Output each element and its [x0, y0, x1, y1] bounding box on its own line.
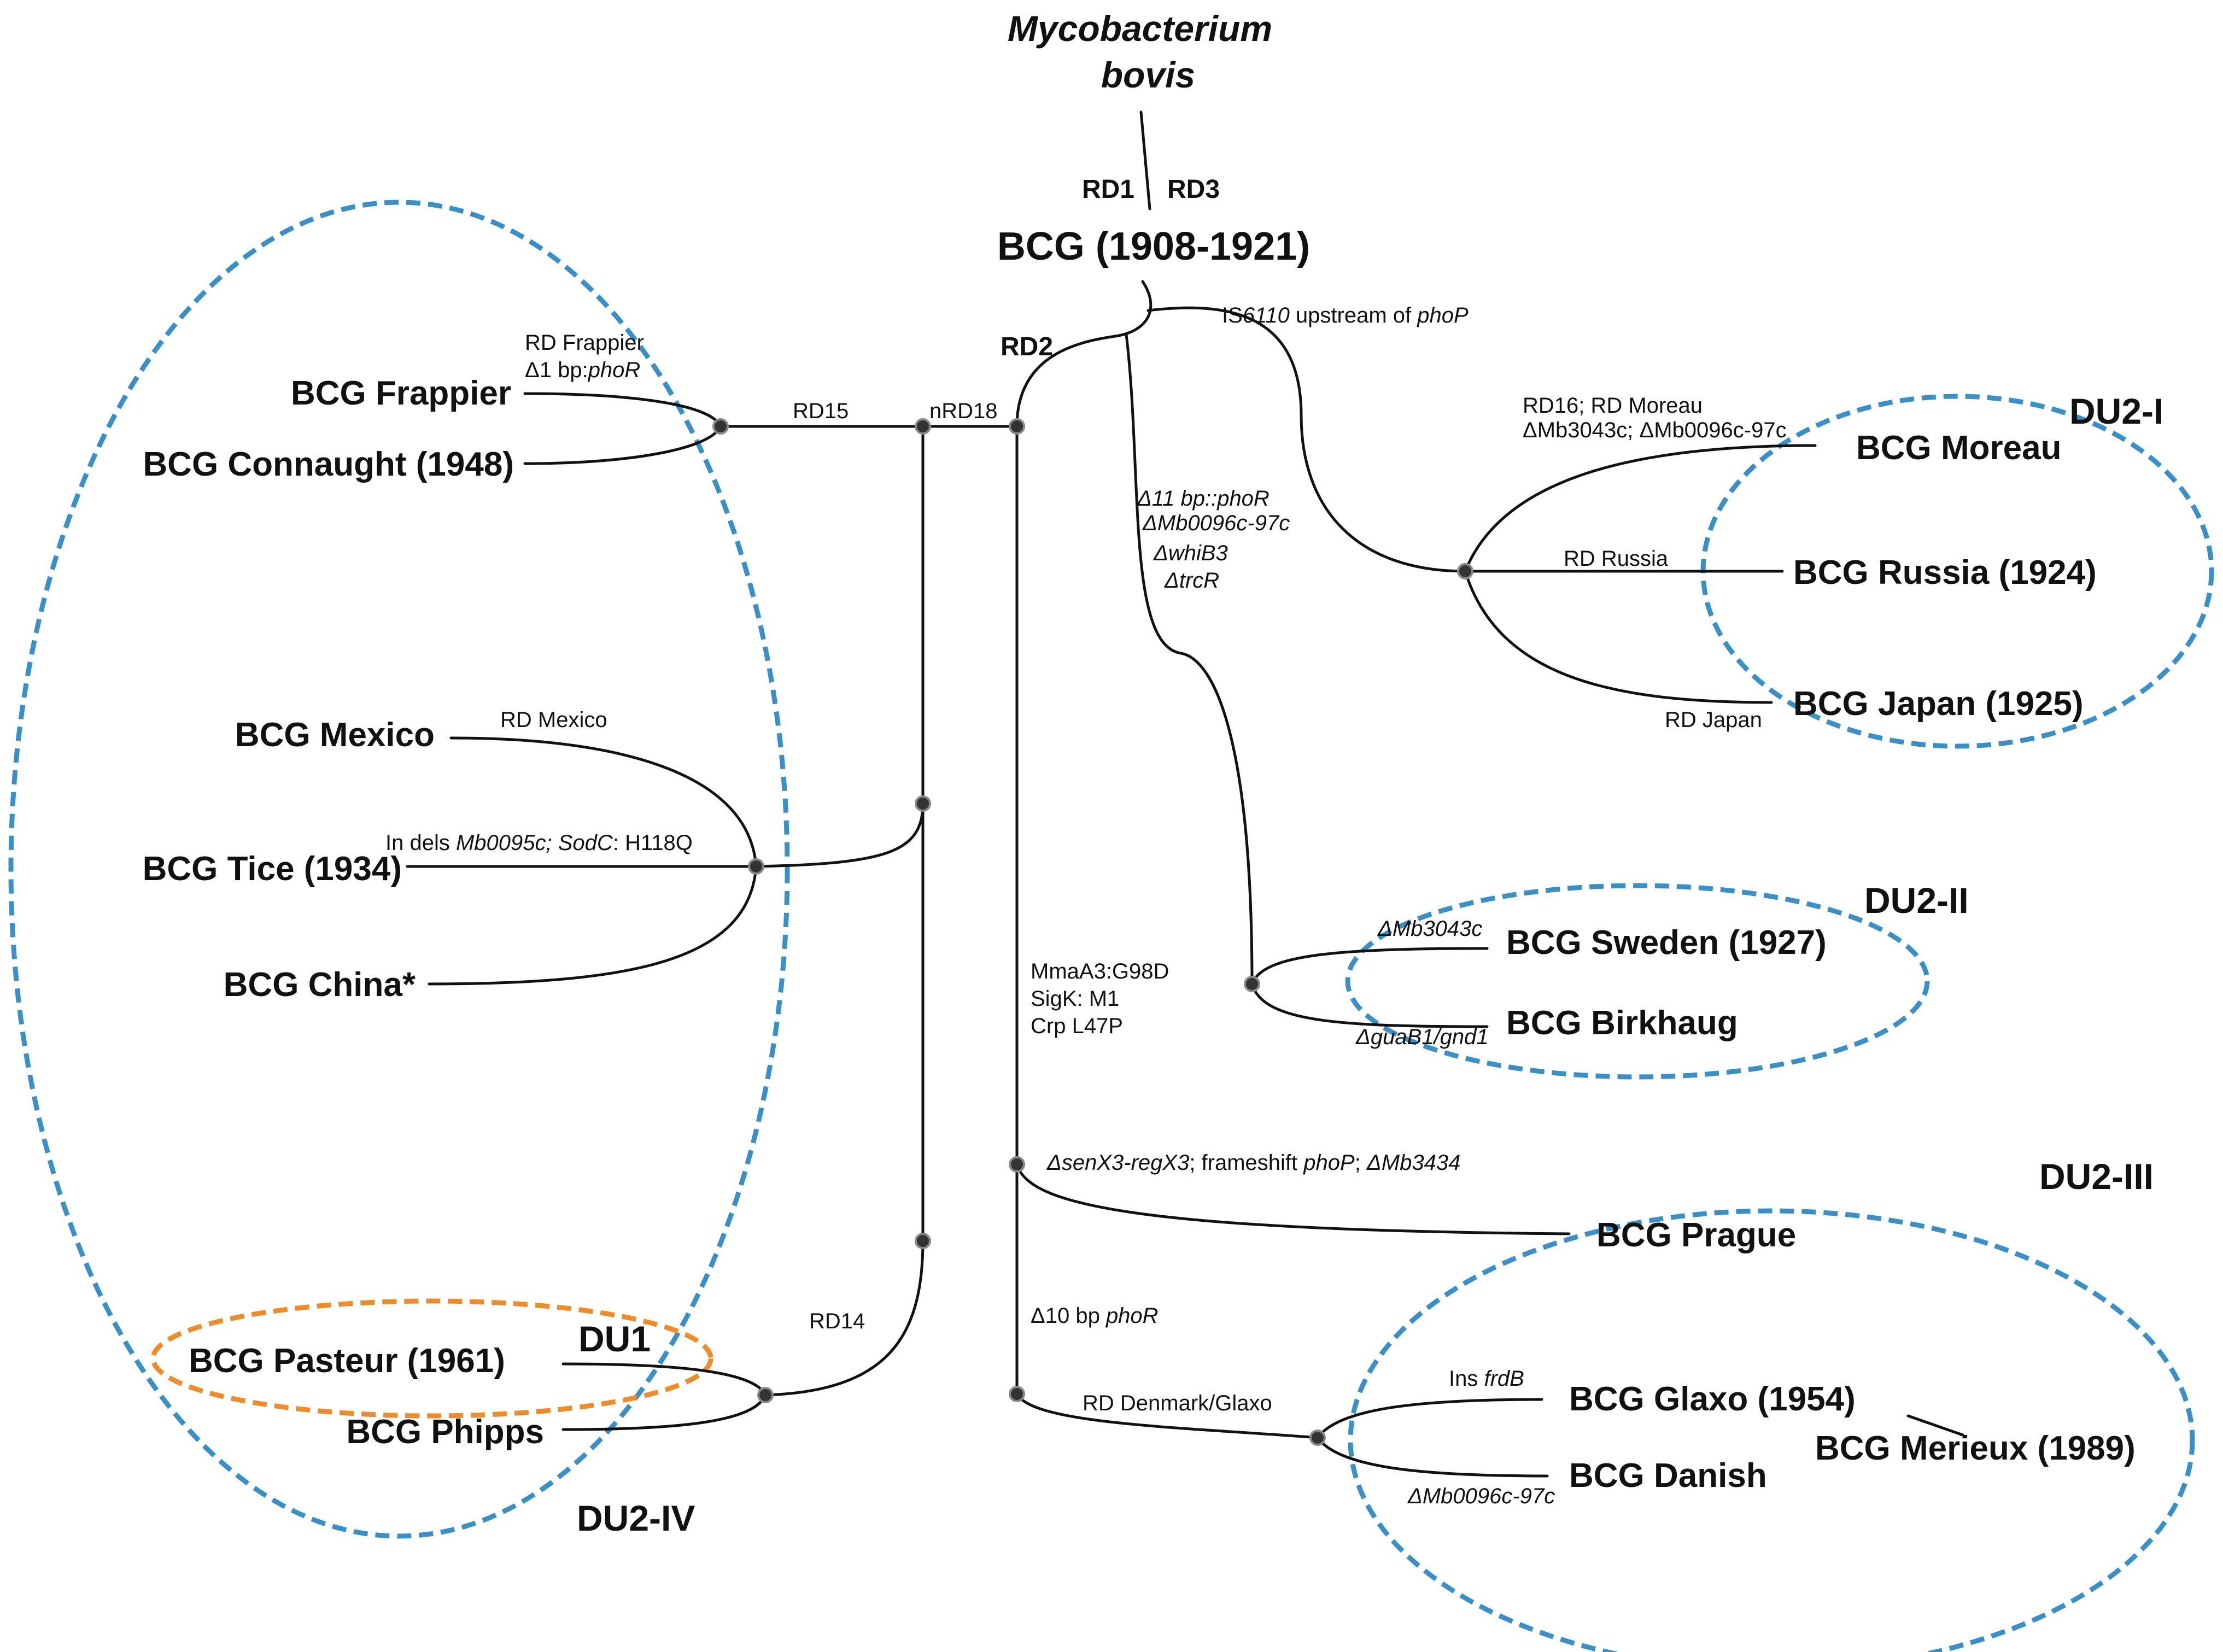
- strain-japan: BCG Japan (1925): [1793, 685, 2084, 723]
- moreau-edge: [1464, 444, 1817, 573]
- strain-pasteur: BCG Pasteur (1961): [189, 1342, 505, 1380]
- rd-denmark-glaxo-label: RD Denmark/Glaxo: [1083, 1391, 1272, 1415]
- strain-merieux: BCG Merieux (1989): [1815, 1430, 2136, 1467]
- trunk-mut-1: MmaA3:G98D: [1031, 959, 1169, 983]
- frappier-mut-1: RD Frappier: [525, 331, 644, 355]
- tree-lines: [406, 110, 1964, 1478]
- du2-ii-branch-mut-4: ΔtrcR: [1164, 569, 1219, 593]
- node-nrd18-left: [915, 418, 931, 435]
- node-du1: [757, 1387, 774, 1403]
- rd3-label: RD3: [1167, 175, 1220, 204]
- is6110-branch: [1146, 306, 1467, 573]
- trunk-mut-2: SigK: M1: [1031, 987, 1119, 1011]
- nrd18-label: nRD18: [929, 399, 998, 423]
- merieux-edge: [1906, 1414, 1964, 1437]
- mut-sweden: ΔMb3043c: [1377, 917, 1482, 941]
- strain-frappier: BCG Frappier: [291, 374, 511, 412]
- du2-ii-branch: [1125, 333, 1254, 986]
- strain-china: BCG China*: [224, 966, 416, 1004]
- connaught-edge: [523, 425, 722, 465]
- node-rd14: [915, 1233, 931, 1249]
- node-tice: [748, 858, 764, 875]
- prague-mutations: ΔsenX3-regX3; frameshift phoP; ΔMb3434: [1046, 1151, 1460, 1175]
- du2-iv-group-label: DU2-IV: [577, 1498, 695, 1538]
- birkhaug-edge: [1250, 982, 1489, 1028]
- mut-danish: ΔMb0096c-97c: [1407, 1484, 1555, 1508]
- species-name-line2: bovis: [1101, 55, 1195, 95]
- strain-tice: BCG Tice (1934): [143, 850, 402, 888]
- node-du2-i: [1457, 563, 1473, 579]
- du2-iii-outline: [1348, 1208, 2195, 1652]
- du2-iii-group-label: DU2-III: [2039, 1156, 2154, 1197]
- tree-nodes: [712, 418, 1473, 1446]
- mut-birkhaug: ΔguaB1/gnd1: [1355, 1025, 1489, 1049]
- rd2-branch: [1015, 335, 1117, 428]
- rd14-label: RD14: [809, 1309, 865, 1333]
- du1-outline: [150, 1298, 713, 1419]
- strain-moreau: BCG Moreau: [1856, 429, 2061, 467]
- rd15-label: RD15: [793, 399, 849, 423]
- prague-edge: [1015, 1163, 1571, 1235]
- china-edge: [428, 865, 758, 986]
- node-prague: [1009, 1156, 1025, 1173]
- du2-ii-group-label: DU2-II: [1864, 880, 1969, 921]
- node-denmark: [1009, 1386, 1025, 1402]
- mexico-edge: [449, 736, 758, 868]
- japan-edge: [1464, 570, 1773, 704]
- rd2-label: RD2: [1001, 332, 1053, 361]
- is6110-label: IS6110 upstream of phoP: [1222, 303, 1469, 327]
- bcg-root-label: BCG (1908-1921): [997, 225, 1310, 268]
- strain-sweden: BCG Sweden (1927): [1506, 924, 1827, 962]
- strain-mexico: BCG Mexico: [235, 716, 435, 754]
- tice-node-edge: [754, 802, 925, 868]
- rd1-label: RD1: [1082, 175, 1134, 204]
- du2-i-mutations-line2: ΔMb3043c; ΔMb0096c-97c: [1523, 418, 1787, 442]
- du2-ii-branch-mut-2: ΔMb0096c-97c: [1142, 511, 1290, 535]
- node-tice-branch: [915, 795, 931, 812]
- strain-prague: BCG Prague: [1596, 1216, 1796, 1254]
- denmark-branch: [1015, 1392, 1319, 1439]
- node-rd15: [712, 418, 729, 435]
- strain-phipps: BCG Phipps: [346, 1413, 544, 1451]
- du2-ii-branch-mut-1: Δ11 bp::phoR: [1137, 487, 1270, 511]
- danish-edge: [1316, 1436, 1549, 1478]
- trunk-mut-3: Crp L47P: [1031, 1014, 1123, 1038]
- species-name-line1: Mycobacterium: [1008, 8, 1272, 49]
- frappier-edge: [523, 392, 722, 428]
- du2-ii-branch-mut-3: ΔwhiB3: [1153, 541, 1228, 565]
- bcg-bottom-arc: [1114, 280, 1153, 338]
- phipps-edge: [561, 1393, 767, 1431]
- strain-birkhaug: BCG Birkhaug: [1506, 1004, 1738, 1042]
- root-edge: [1139, 110, 1151, 210]
- strain-russia: BCG Russia (1924): [1793, 554, 2097, 591]
- rd-japan-label: RD Japan: [1665, 708, 1762, 732]
- rd14-edge: [764, 1239, 925, 1397]
- strain-danish: BCG Danish: [1569, 1457, 1767, 1495]
- rd-russia-label: RD Russia: [1564, 547, 1669, 571]
- du2-ii-outline: [1345, 883, 1930, 1080]
- tice-mutations: In dels Mb0095c; SodC: H118Q: [385, 831, 693, 855]
- rd-mexico-label: RD Mexico: [500, 708, 607, 732]
- ins-frdb-label: Ins frdB: [1449, 1367, 1524, 1391]
- glaxo-edge: [1316, 1398, 1543, 1439]
- node-du2-ii: [1244, 976, 1260, 992]
- du2-i-group-label: DU2-I: [2069, 391, 2163, 431]
- du1-group-label: DU1: [578, 1319, 651, 1359]
- strain-connaught: BCG Connaught (1948): [143, 446, 514, 483]
- node-glaxo-danish: [1309, 1430, 1326, 1446]
- du2-iv-outline: [8, 200, 790, 1539]
- du2-i-mutations-line1: RD16; RD Moreau: [1523, 394, 1703, 418]
- frappier-mut-2: Δ1 bp:phoR: [525, 358, 640, 382]
- sweden-edge: [1250, 947, 1489, 986]
- phor-10bp-label: Δ10 bp phoR: [1031, 1304, 1159, 1328]
- pasteur-edge: [561, 1362, 767, 1397]
- strain-glaxo: BCG Glaxo (1954): [1569, 1380, 1856, 1418]
- node-nrd18-right: [1009, 418, 1025, 435]
